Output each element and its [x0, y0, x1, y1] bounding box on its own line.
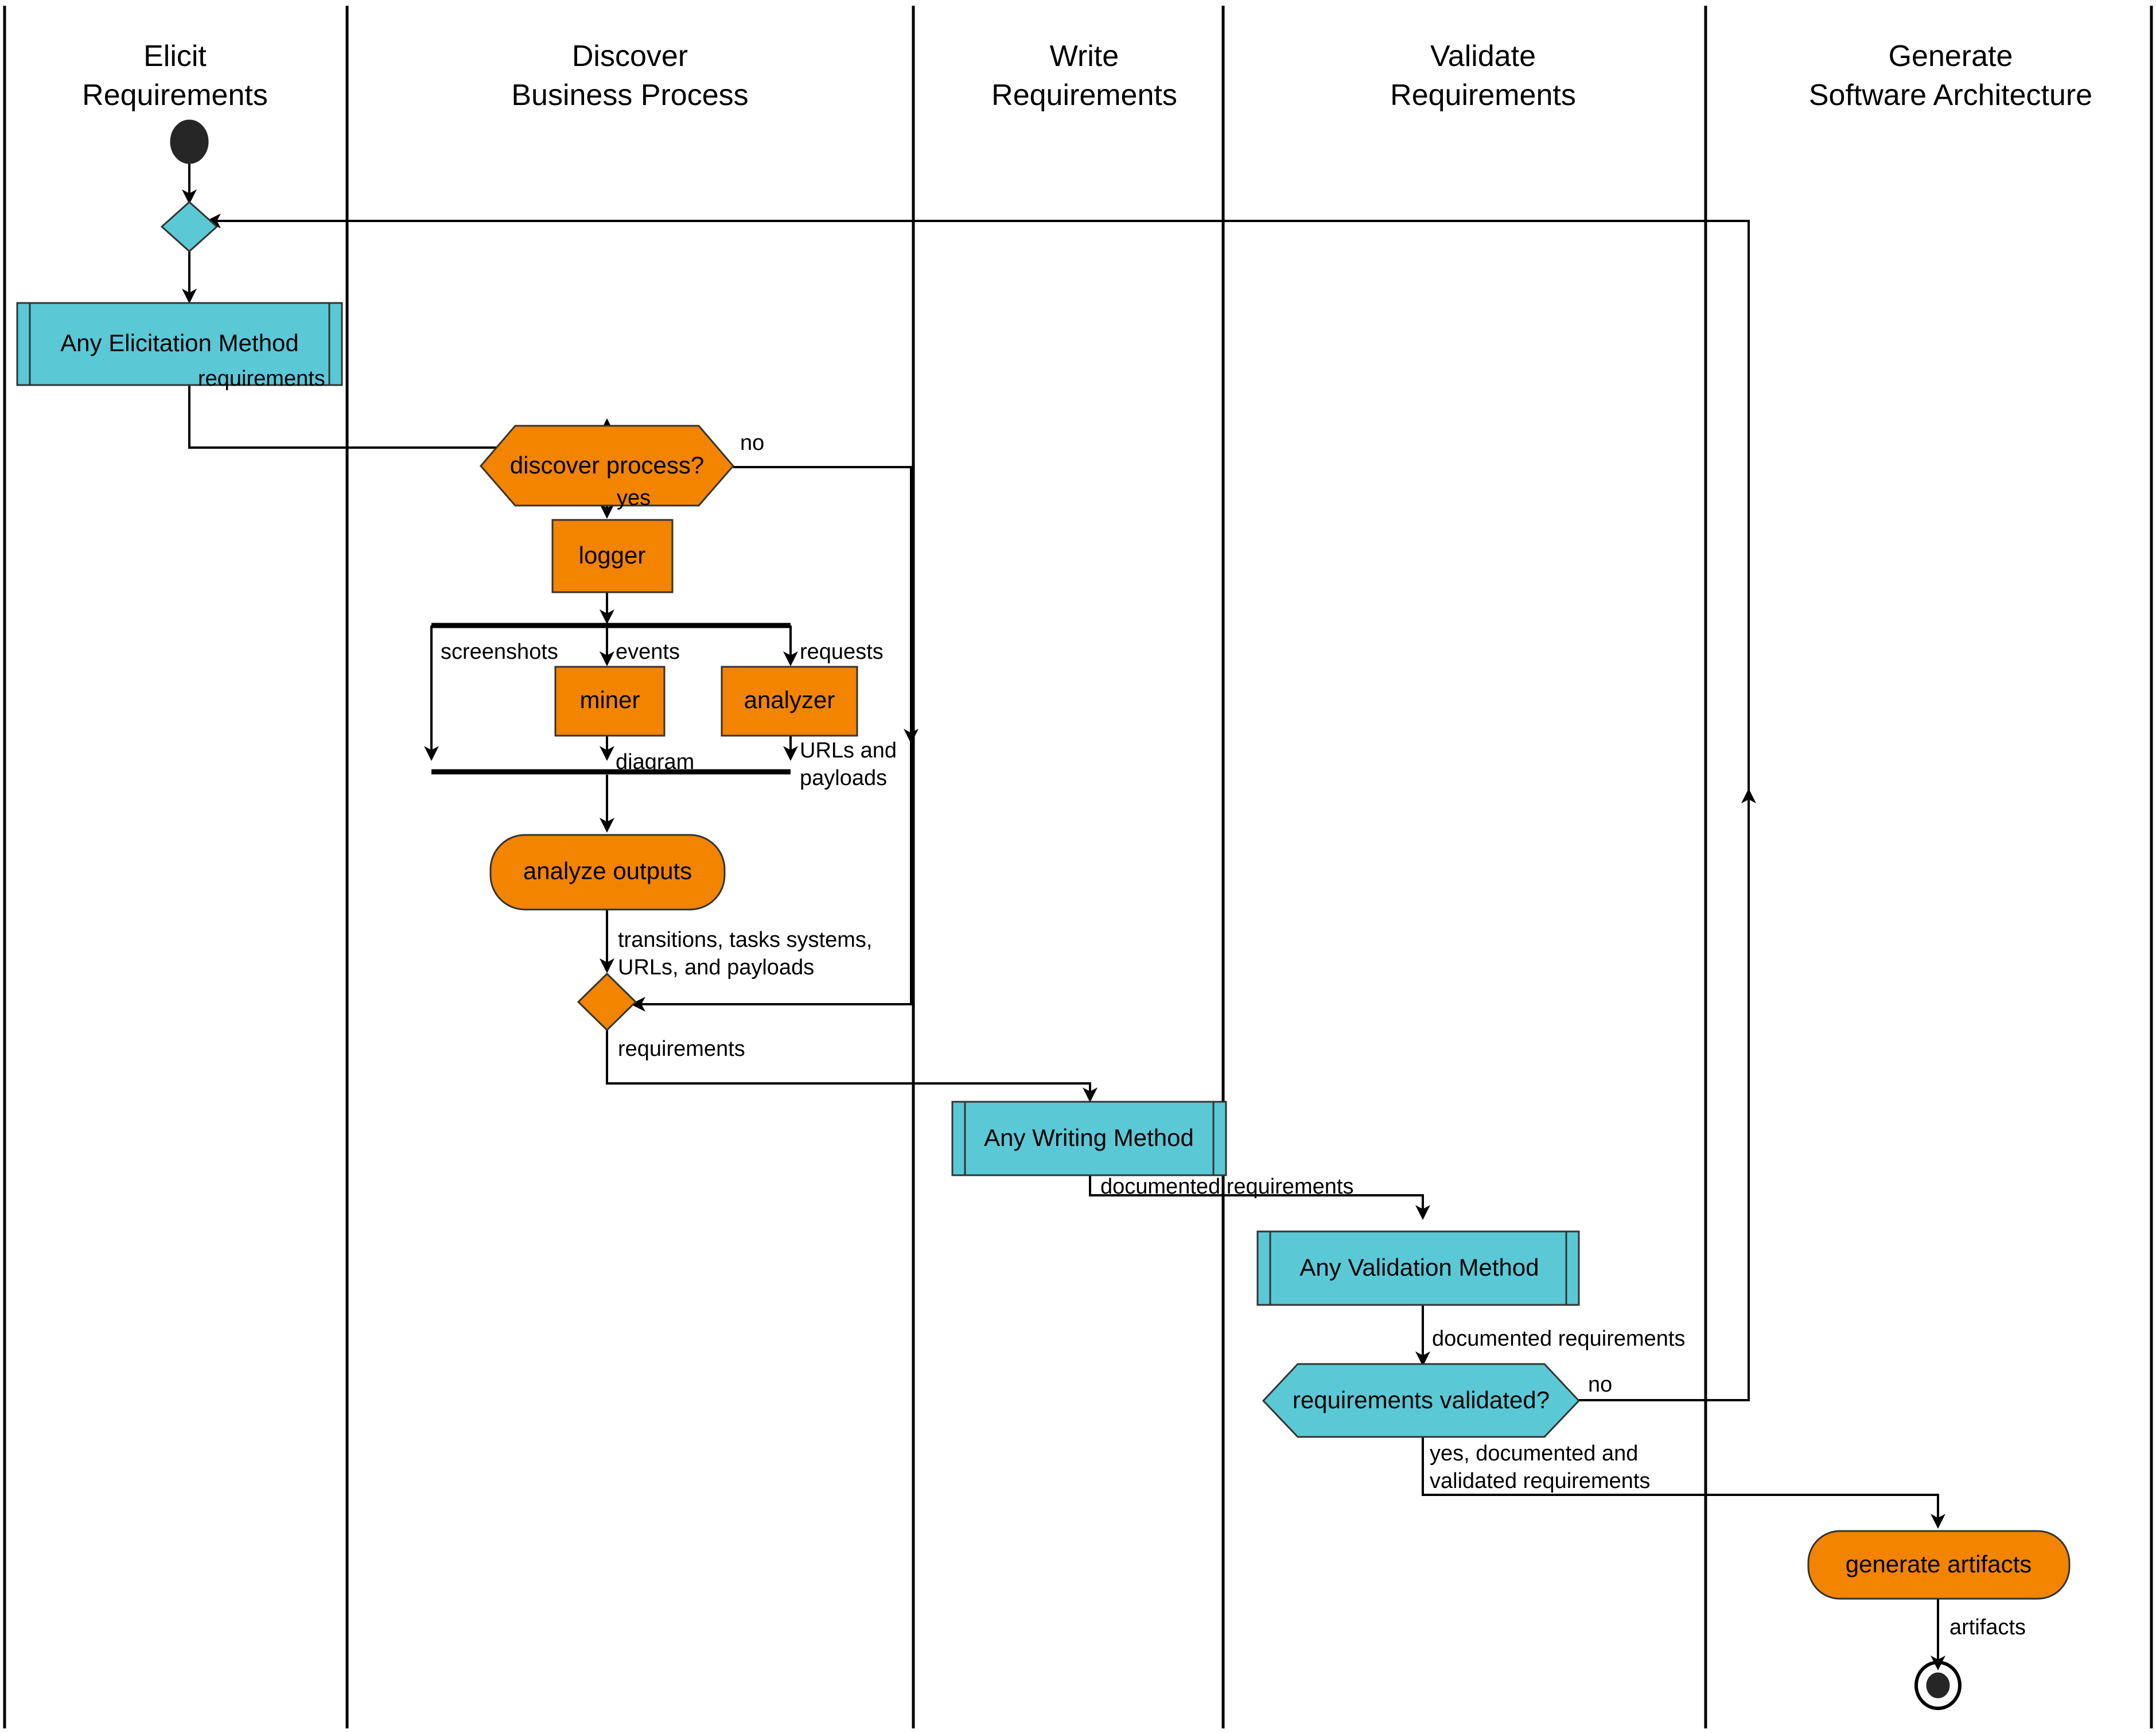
edge-label-discover-no: no [740, 431, 764, 455]
edge-label-events: events [616, 640, 680, 664]
lane-title-write-line2: Requirements [991, 79, 1177, 112]
requirements-validated-decision[interactable]: requirements validated? [1262, 1363, 1581, 1438]
fork-join-bars [431, 623, 791, 775]
edge-label-urls-payloads-2: payloads [800, 766, 887, 790]
lane-title-generate-line1: Generate [1889, 40, 2013, 73]
edge-label-requests: requests [800, 640, 884, 664]
analyzer-node[interactable]: analyzer [721, 666, 858, 737]
edge-label-documented-requirements-1: documented requirements [1100, 1175, 1353, 1199]
analyzer-label: analyzer [744, 686, 835, 713]
edge-label-artifacts: artifacts [1949, 1615, 2026, 1639]
initial-node-dot [170, 119, 209, 164]
generate-artifacts-node[interactable]: generate artifacts [1807, 1530, 2071, 1600]
edge-label-urls-payloads-1: URLs and [800, 739, 897, 763]
requirements-validated-label: requirements validated? [1293, 1386, 1550, 1413]
analyze-outputs-box[interactable] [489, 834, 726, 911]
any-elicitation-method-node[interactable]: Any Elicitation Method [16, 302, 343, 386]
discover-process-label: discover process? [510, 452, 704, 479]
discover-process-hexagon[interactable] [480, 425, 734, 507]
edge-label-discover-yes: yes [617, 486, 651, 510]
analyze-outputs-label: analyze outputs [523, 857, 692, 884]
merge-diamond-discover-shape[interactable] [577, 972, 637, 1032]
miner-label: miner [579, 686, 640, 713]
lane-title-validate-line1: Validate [1430, 40, 1536, 73]
logger-label: logger [579, 542, 646, 569]
edge-label-documented-requirements-2: documented requirements [1432, 1327, 1685, 1351]
any-validation-method-box[interactable] [1256, 1230, 1580, 1306]
edge-label-analyze-out-2: URLs, and payloads [618, 955, 814, 980]
lane-title-elicit-line2: Requirements [82, 79, 268, 112]
edge-label-requirements-to-write: requirements [618, 1037, 745, 1061]
requirements-validated-hexagon[interactable] [1262, 1363, 1581, 1438]
any-writing-method-label: Any Writing Method [984, 1124, 1194, 1151]
edge-validated-no-loopback [206, 213, 1750, 1401]
edge-label-validated-no: no [1588, 1373, 1612, 1397]
edge-label-group: requirements no yes screenshots events r… [198, 367, 2026, 1639]
merge-diamond-discover[interactable] [577, 972, 637, 1032]
merge-diamond-elicit[interactable] [160, 200, 219, 253]
lane-title-discover-line1: Discover [572, 40, 688, 73]
edge-merge-discover-to-writing [606, 1030, 1098, 1102]
merge-diamond-elicit-shape[interactable] [160, 200, 219, 253]
edge-label-diagram: diagram [616, 750, 694, 774]
edge-validated-yes-to-generate [1422, 1429, 1945, 1529]
final-node-dot [1926, 1672, 1950, 1699]
lane-title-write-line1: Write [1050, 40, 1119, 73]
miner-node[interactable]: miner [554, 666, 666, 737]
any-elicitation-method-box[interactable] [16, 302, 343, 386]
lane-title-discover-line2: Business Process [511, 79, 748, 112]
edge-label-requirements-elicitation: requirements [198, 367, 325, 391]
analyzer-box[interactable] [721, 666, 858, 737]
initial-node [170, 119, 209, 164]
lane-title-generate-line2: Software Architecture [1809, 79, 2092, 112]
any-writing-method-node[interactable]: Any Writing Method [951, 1101, 1227, 1176]
any-elicitation-method-label: Any Elicitation Method [60, 329, 299, 356]
edge-label-screenshots: screenshots [441, 640, 558, 664]
edge-label-analyze-out-1: transitions, tasks systems, [618, 928, 872, 952]
analyze-outputs-node[interactable]: analyze outputs [489, 834, 726, 911]
final-node-ring [1914, 1661, 1962, 1710]
logger-box[interactable] [551, 519, 674, 593]
any-writing-method-box[interactable] [951, 1101, 1227, 1176]
edge-label-validated-yes-2: validated requirements [1430, 1469, 1650, 1493]
generate-artifacts-label: generate artifacts [1846, 1551, 2032, 1577]
final-node [1914, 1661, 1962, 1710]
logger-node[interactable]: logger [551, 519, 674, 593]
flow-connectors [182, 162, 1945, 1670]
any-validation-method-node[interactable]: Any Validation Method [1256, 1230, 1580, 1306]
miner-box[interactable] [554, 666, 666, 737]
lane-title-elicit-line1: Elicit [143, 40, 207, 73]
generate-artifacts-box[interactable] [1807, 1530, 2071, 1600]
lane-headers: Elicit Requirements Discover Business Pr… [82, 40, 2092, 112]
discover-process-decision[interactable]: discover process? [480, 425, 734, 507]
lane-title-validate-line2: Requirements [1390, 79, 1576, 112]
edge-label-validated-yes-1: yes, documented and [1430, 1441, 1638, 1466]
any-validation-method-label: Any Validation Method [1299, 1254, 1539, 1281]
swimlane-dividers [3, 6, 2153, 1728]
